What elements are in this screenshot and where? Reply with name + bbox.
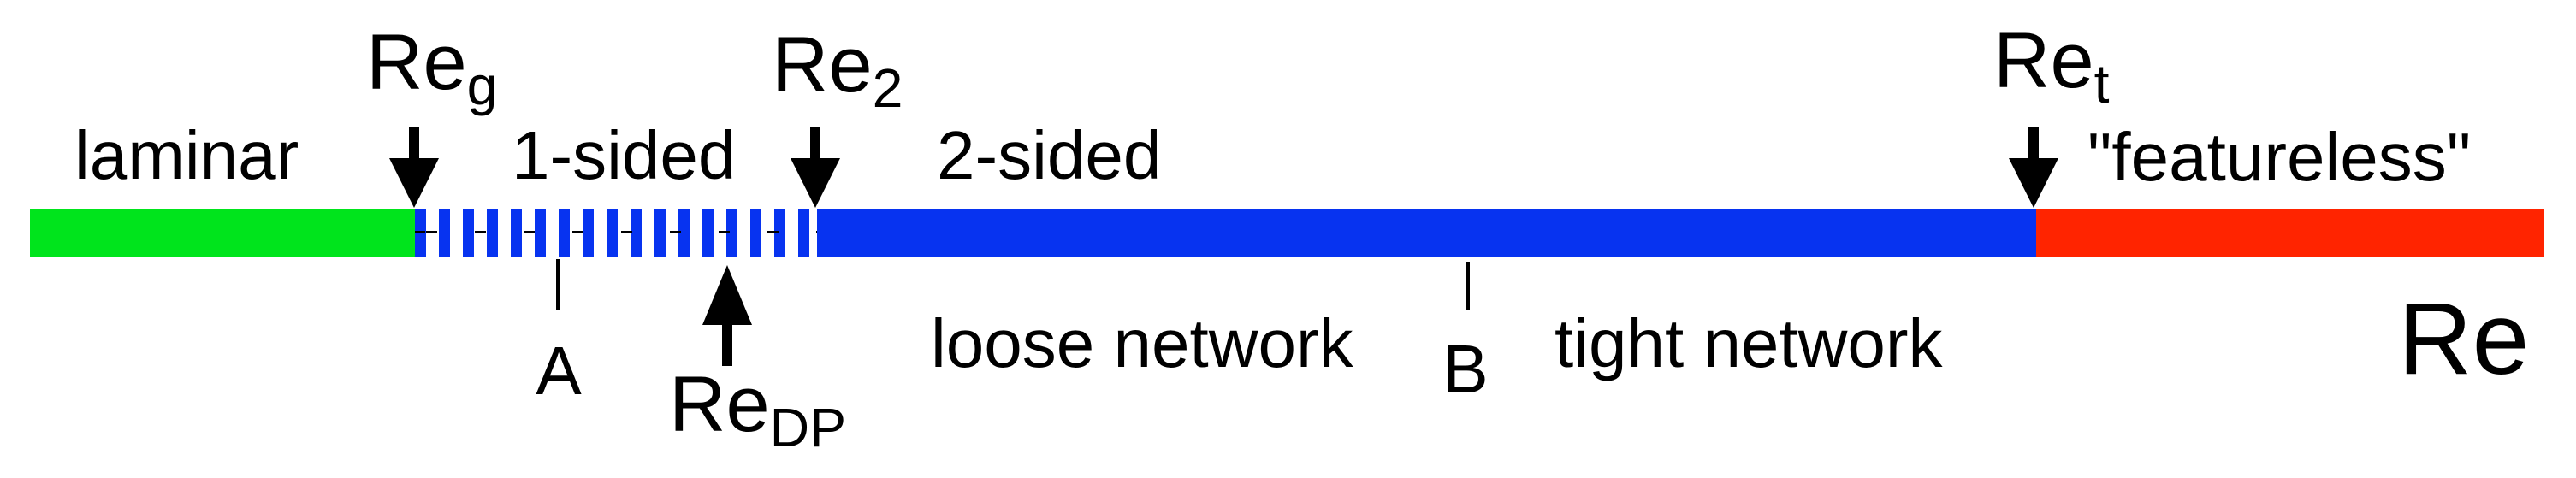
re-g-subscript: g (466, 55, 498, 117)
re-dp-base: Re (669, 361, 770, 448)
re-t-subscript: t (2093, 53, 2110, 115)
laminar-bar-segment (30, 209, 415, 257)
arrow-head (389, 158, 439, 208)
arrow-stem (722, 323, 732, 366)
arrow-head (702, 265, 752, 325)
tight-network-label: tight network (1554, 305, 1943, 381)
re-g-base: Re (366, 19, 467, 106)
re-2-subscript: 2 (872, 57, 903, 120)
re-t-down-arrow-icon (2009, 127, 2058, 209)
re-dp-up-arrow-icon (702, 265, 752, 366)
re-2-down-arrow-icon (791, 127, 840, 209)
point-a-tick (556, 259, 560, 310)
re-dp-threshold-label: ReDP (669, 365, 846, 455)
arrow-head (791, 158, 840, 208)
point-b-label: B (1442, 331, 1489, 407)
re-axis-label: Re (2398, 281, 2530, 396)
featureless-bar-segment (2036, 209, 2544, 257)
two-sided-bar-segment (817, 209, 2036, 257)
loose-network-label: loose network (931, 305, 1353, 381)
point-b-tick (1466, 262, 1470, 310)
point-a-label: A (536, 333, 582, 409)
one-sided-dashed-bar-segment (415, 209, 817, 257)
re-2-base: Re (772, 21, 873, 109)
re-2-threshold-label: Re2 (772, 26, 903, 115)
one-sided-region-label: 1-sided (512, 117, 737, 193)
re-t-threshold-label: Ret (1993, 21, 2110, 111)
re-t-base: Re (1993, 17, 2094, 104)
featureless-region-label: "featureless" (2087, 119, 2472, 195)
arrow-stem (810, 127, 820, 168)
arrow-head (2009, 158, 2058, 208)
re-dp-subscript: DP (769, 397, 847, 459)
arrow-stem (2028, 127, 2039, 168)
re-g-threshold-label: Reg (366, 23, 497, 113)
arrow-stem (409, 127, 419, 168)
laminar-region-label: laminar (74, 117, 299, 193)
center-dashed-line (415, 231, 817, 233)
two-sided-region-label: 2-sided (937, 117, 1162, 193)
re-g-down-arrow-icon (389, 127, 439, 209)
